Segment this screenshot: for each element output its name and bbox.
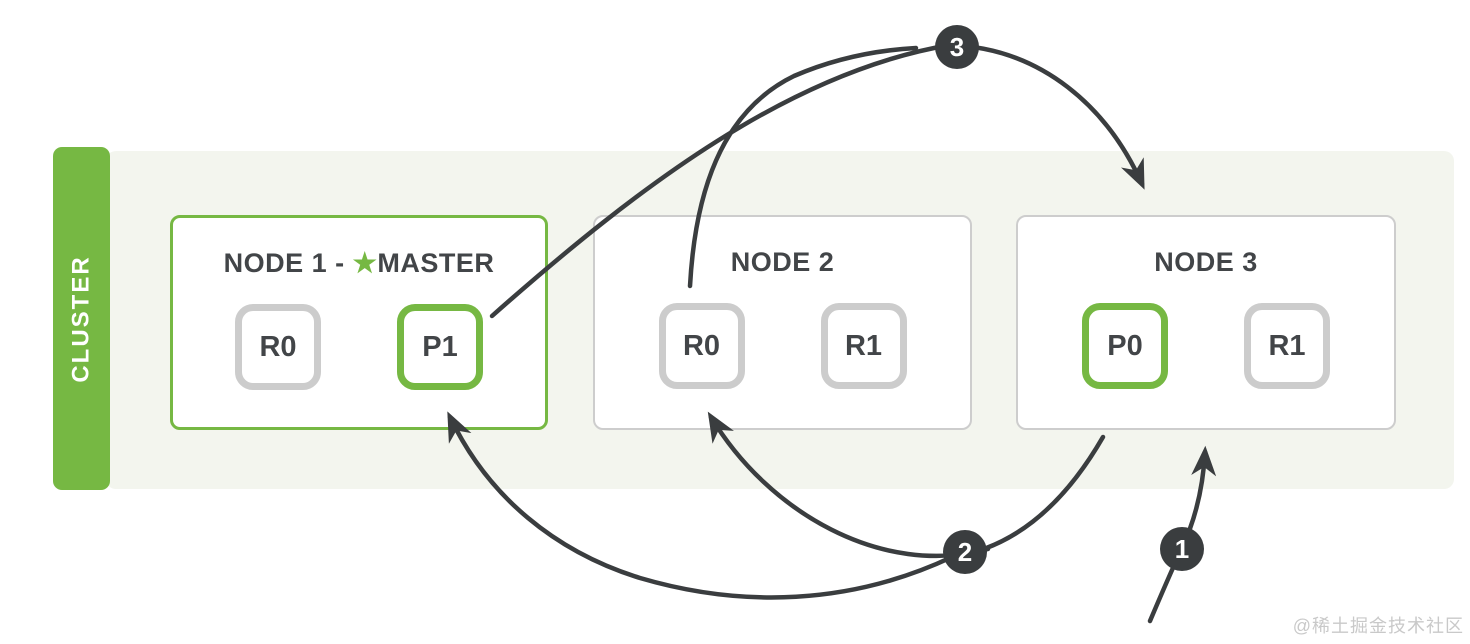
shard-node3-p0: P0 — [1082, 303, 1168, 390]
node-2-shards: R0 R1 — [595, 303, 970, 390]
watermark: @稀土掘金技术社区 — [1292, 616, 1464, 636]
step-badge-1-number: 1 — [1174, 533, 1190, 564]
node-3-shards: P0 R1 — [1018, 303, 1394, 390]
shard-node1-r0: R0 — [235, 304, 321, 391]
node-1-title: NODE 1 - ★MASTER — [173, 248, 545, 279]
node-1-shards: R0 P1 — [173, 304, 545, 391]
node-card-1: NODE 1 - ★MASTER R0 P1 — [170, 215, 548, 430]
shard-label: R1 — [844, 329, 883, 362]
shard-label: P1 — [422, 330, 458, 363]
shard-node2-r0: R0 — [658, 303, 745, 390]
shard-node1-p1: P1 — [397, 304, 483, 391]
node-3-title-text: NODE 3 — [1154, 247, 1258, 277]
node-2-title-text: NODE 2 — [730, 247, 835, 277]
step-badge-3: 3 — [935, 25, 979, 69]
shard-label: R1 — [1268, 329, 1306, 362]
node-card-3: NODE 3 P0 R1 — [1016, 215, 1396, 430]
node-1-title-prefix: NODE 1 - — [223, 248, 353, 278]
shard-label: R0 — [259, 330, 297, 363]
step-badge-3-number: 3 — [949, 31, 965, 62]
step-badge-1: 1 — [1160, 527, 1204, 571]
node-2-title: NODE 2 — [595, 247, 970, 278]
step-badge-2-number: 2 — [957, 536, 973, 567]
shard-label: P0 — [1107, 329, 1143, 362]
node-card-2: NODE 2 R0 R1 — [593, 215, 972, 430]
node-3-title: NODE 3 — [1018, 247, 1394, 278]
cluster-label-bar: CLUSTER — [53, 147, 110, 490]
cluster-label: CLUSTER — [67, 254, 95, 383]
step-badge-2: 2 — [943, 530, 987, 574]
node-1-title-suffix: MASTER — [377, 248, 495, 278]
shard-label: R0 — [682, 329, 721, 362]
shard-node3-r1: R1 — [1244, 303, 1330, 390]
shard-node2-r1: R1 — [820, 303, 907, 390]
master-star-icon: ★ — [352, 248, 378, 278]
